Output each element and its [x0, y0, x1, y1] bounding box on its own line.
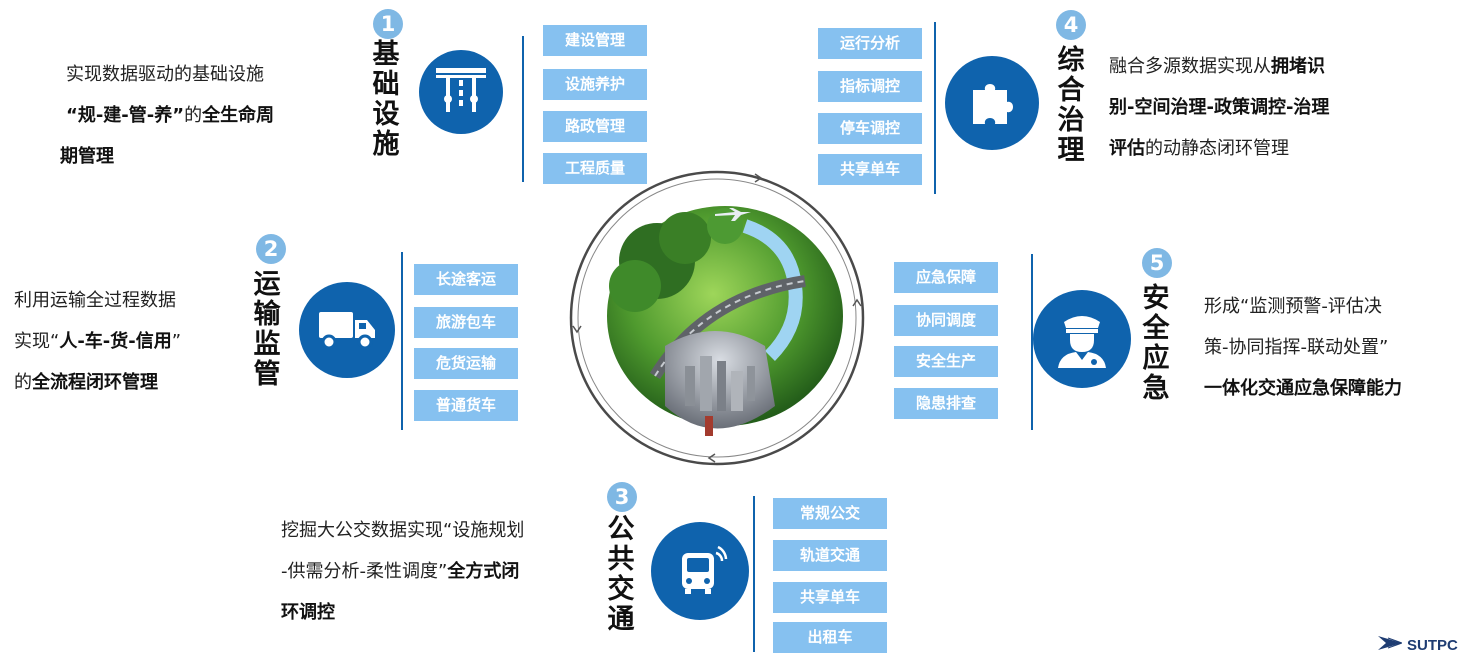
- tag-safety-production[interactable]: 安全生产: [894, 346, 998, 377]
- section-5-number: 5: [1142, 248, 1172, 278]
- desc-plain: 的动静态闭环管理: [1145, 138, 1289, 159]
- desc-bold: 环调控: [281, 602, 335, 623]
- desc-bold: 全流程闭环管理: [32, 372, 158, 393]
- section-4-description: 融合多源数据实现从拥堵识 别-空间治理-政策调控-治理 评估的动静态闭环管理: [1109, 46, 1429, 169]
- tag-bike-share-gov[interactable]: 共享单车: [818, 154, 922, 185]
- desc-line: 实现数据驱动的基础设施: [66, 64, 264, 85]
- bus-icon: [651, 522, 749, 620]
- section-1-title: 基础设施: [372, 39, 400, 160]
- tag-tour-charter[interactable]: 旅游包车: [414, 307, 518, 338]
- tag-parking-control[interactable]: 停车调控: [818, 113, 922, 144]
- tag-construction[interactable]: 建设管理: [543, 25, 647, 56]
- section-3-title: 公共交通: [607, 514, 635, 635]
- desc-bold: 期管理: [60, 146, 114, 167]
- section-5-description: 形成“监测预警-评估决 策-协同指挥-联动处置” 一体化交通应急保障能力: [1204, 286, 1464, 409]
- section-3-description: 挖掘大公交数据实现“设施规划 -供需分析-柔性调度”全方式闭 环调控: [281, 510, 601, 633]
- desc-plain: 实现“: [14, 331, 60, 352]
- desc-plain: 的: [184, 105, 203, 126]
- road-lights-icon: [419, 50, 503, 134]
- tag-road-admin[interactable]: 路政管理: [543, 111, 647, 142]
- tag-maintenance[interactable]: 设施养护: [543, 69, 647, 100]
- tag-hazard-check[interactable]: 隐患排查: [894, 388, 998, 419]
- desc-plain: 的: [14, 372, 32, 393]
- section-2-description: 利用运输全过程数据 实现“人-车-货-信用” 的全流程闭环管理: [14, 280, 244, 403]
- section-5-divider: [1031, 254, 1033, 430]
- ring-inner: [577, 178, 857, 458]
- section-3-number: 3: [607, 482, 637, 512]
- desc-bold: 全方式闭: [447, 561, 520, 582]
- desc-bold: 一体化交通应急保障能力: [1204, 378, 1402, 399]
- desc-bold: 别-空间治理-政策调控-治理: [1109, 97, 1330, 118]
- tag-long-distance[interactable]: 长途客运: [414, 264, 518, 295]
- desc-bold: 全生命周: [202, 105, 275, 126]
- section-4-number: 4: [1056, 10, 1086, 40]
- tag-emergency-support[interactable]: 应急保障: [894, 262, 998, 293]
- tag-hazmat[interactable]: 危货运输: [414, 348, 518, 379]
- tag-operation-analysis[interactable]: 运行分析: [818, 28, 922, 59]
- desc-plain: -供需分析-柔性调度”: [281, 561, 448, 582]
- section-5-title: 安全应急: [1142, 283, 1170, 404]
- desc-plain: 融合多源数据实现从: [1109, 56, 1271, 77]
- tag-rail[interactable]: 轨道交通: [773, 540, 887, 571]
- section-2-title: 运输监管: [253, 269, 281, 390]
- ring-outer: [569, 170, 865, 466]
- sutpc-logo-icon: [1378, 636, 1404, 654]
- officer-icon: [1033, 290, 1131, 388]
- desc-bold: 拥堵识: [1271, 56, 1325, 77]
- puzzle-icon: [945, 56, 1039, 150]
- central-city-globe: [565, 166, 869, 470]
- tag-bike-share[interactable]: 共享单车: [773, 582, 887, 613]
- section-2-divider: [401, 252, 403, 430]
- tag-indicator-control[interactable]: 指标调控: [818, 71, 922, 102]
- section-3-divider: [753, 496, 755, 652]
- tag-freight[interactable]: 普通货车: [414, 390, 518, 421]
- section-1-description: 实现数据驱动的基础设施 “规-建-管-养”的全生命周 期管理: [60, 54, 350, 177]
- sutpc-logo-text: SUTPC: [1407, 636, 1458, 654]
- section-4-title: 综合治理: [1057, 45, 1085, 166]
- desc-line: 挖掘大公交数据实现“设施规划: [281, 520, 525, 541]
- desc-bold: 人-车-货-信用: [59, 331, 172, 352]
- section-1-number: 1: [373, 9, 403, 39]
- sutpc-logo: SUTPC: [1378, 636, 1458, 654]
- desc-bold: 评估: [1109, 138, 1145, 159]
- tag-taxi[interactable]: 出租车: [773, 622, 887, 653]
- tag-coordinated-dispatch[interactable]: 协同调度: [894, 305, 998, 336]
- desc-plain: ”: [171, 331, 182, 352]
- desc-line: 策-协同指挥-联动处置”: [1204, 337, 1389, 358]
- desc-bold: “规-建-管-养”: [66, 105, 185, 126]
- section-1-divider: [522, 36, 524, 182]
- section-4-divider: [934, 22, 936, 194]
- tag-quality[interactable]: 工程质量: [543, 153, 647, 184]
- desc-line: 形成“监测预警-评估决: [1204, 296, 1382, 317]
- section-2-number: 2: [256, 234, 286, 264]
- truck-icon: [299, 282, 395, 378]
- desc-line: 利用运输全过程数据: [14, 290, 176, 311]
- tag-bus[interactable]: 常规公交: [773, 498, 887, 529]
